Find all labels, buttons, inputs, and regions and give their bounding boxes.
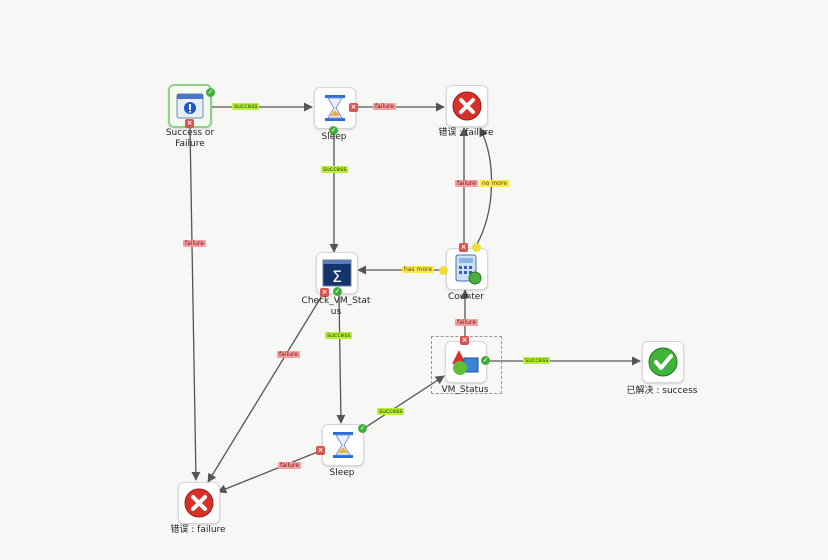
edge-label-counter-to-failure-top-nomore: no more: [480, 180, 509, 187]
label-success-or-failure: Success or Failure: [165, 128, 215, 149]
failure-badge[interactable]: ×: [459, 243, 468, 252]
label-failure-top: 错误 : failure: [438, 128, 494, 138]
info-dialog-icon: [176, 93, 204, 119]
calculator-icon: [455, 254, 482, 285]
label-sleep-bottom: Sleep: [329, 468, 355, 478]
edge-check-to-sleep-bottom[interactable]: [336, 293, 346, 424]
shapes-icon: [452, 350, 479, 375]
label-check-vm-status: Check_VM_Stat us: [301, 296, 371, 317]
node-sleep-top[interactable]: [314, 87, 356, 129]
node-counter[interactable]: [446, 248, 488, 290]
red-x-icon: [452, 91, 482, 121]
failure-badge[interactable]: ×: [320, 288, 329, 297]
edge-label-check-to-sleep-bottom: success: [325, 332, 353, 339]
failure-badge[interactable]: ×: [349, 103, 358, 112]
label-resolved-success: 已解决 : success: [626, 386, 698, 396]
failure-badge[interactable]: ×: [185, 119, 194, 128]
edge-sleep-bottom-to-vm[interactable]: [362, 375, 445, 430]
edge-label-sleep-to-check: success: [321, 166, 349, 173]
label-sleep-top: Sleep: [321, 132, 347, 142]
success-badge[interactable]: ✓: [333, 287, 342, 296]
success-badge[interactable]: ✓: [206, 88, 215, 97]
label-counter: Counter: [448, 292, 484, 302]
node-resolved-success[interactable]: [642, 341, 684, 383]
edge-check-to-failure-bottom[interactable]: [207, 293, 324, 483]
edge-label-sleep-to-failure: failure: [373, 103, 396, 110]
svg-text:Σ: Σ: [332, 267, 342, 286]
edge-label-check-to-failure-bottom: failure: [277, 351, 300, 358]
powershell-icon: Σ: [322, 259, 352, 287]
success-badge[interactable]: ✓: [358, 424, 367, 433]
edge-label-sof-to-sleep: success: [232, 103, 260, 110]
edge-label-counter-to-check: has more: [402, 266, 435, 273]
label-vm-status: VM_Status: [441, 385, 489, 395]
edge-label-vm-to-success: success: [523, 357, 551, 364]
edge-sleep-bottom-to-failure[interactable]: [217, 450, 321, 494]
node-failure-top[interactable]: [446, 85, 488, 127]
edge-label-counter-to-failure-top-failure: failure: [455, 180, 478, 187]
red-x-icon: [184, 488, 214, 518]
node-check-vm-status[interactable]: Σ: [316, 252, 358, 294]
edge-sof-to-failure-bottom[interactable]: [189, 126, 201, 481]
failure-badge[interactable]: ×: [316, 446, 325, 455]
edge-label-vm-to-counter: failure: [455, 319, 478, 326]
node-sleep-bottom[interactable]: [322, 424, 364, 466]
edge-label-sleep-bottom-to-failure: failure: [278, 462, 301, 469]
failure-badge[interactable]: ×: [460, 336, 469, 345]
hourglass-icon: [333, 432, 353, 458]
node-failure-bottom[interactable]: [178, 482, 220, 524]
green-check-icon: [648, 347, 678, 377]
no-more-port[interactable]: [472, 243, 481, 252]
label-failure-bottom: 错误 : failure: [170, 525, 226, 535]
hourglass-icon: [325, 95, 345, 121]
success-badge[interactable]: ✓: [329, 126, 338, 135]
success-badge[interactable]: ✓: [481, 356, 490, 365]
has-more-port[interactable]: [439, 266, 448, 275]
edge-label-sof-to-failure-bottom: failure: [183, 240, 206, 247]
edge-counter-to-failure-top-nomore[interactable]: [475, 127, 493, 247]
edge-label-sleep-bottom-to-vm: success: [377, 408, 405, 415]
